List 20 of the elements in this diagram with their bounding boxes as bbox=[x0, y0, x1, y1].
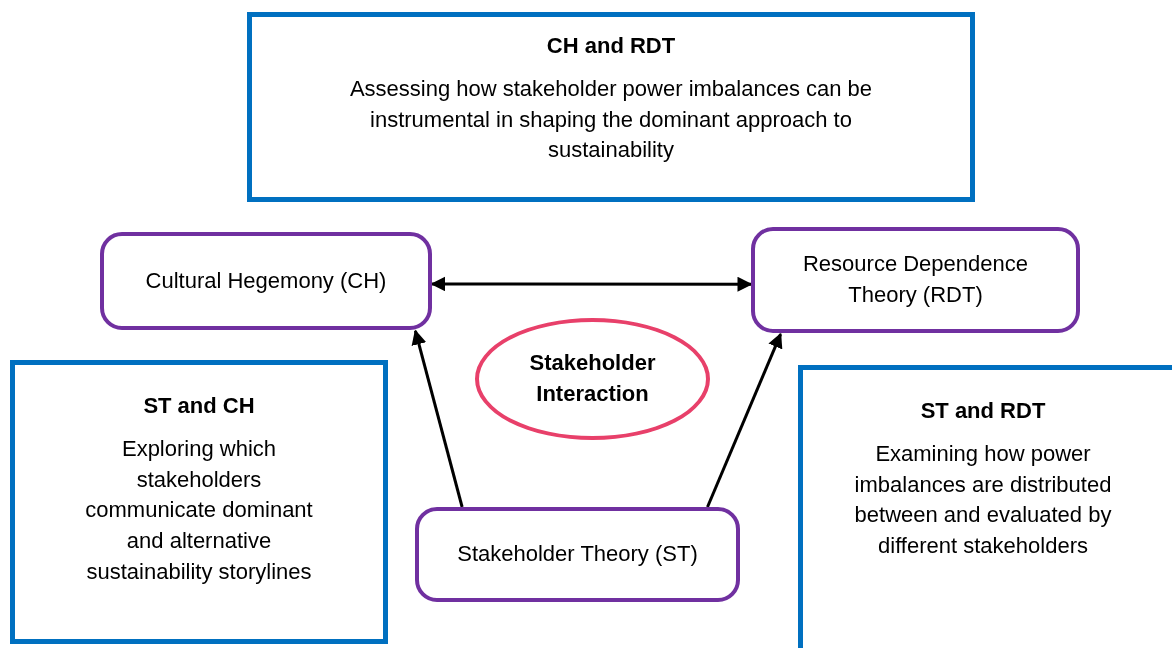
arrow bbox=[706, 332, 783, 508]
arrow bbox=[411, 329, 464, 508]
theory-box bbox=[415, 507, 740, 602]
theory-box bbox=[100, 232, 432, 330]
text-box bbox=[10, 360, 388, 644]
node-label: Stakeholder Theory (ST) bbox=[457, 540, 698, 569]
node-label: Resource Dependence Theory (RDT) bbox=[801, 250, 1029, 309]
box-heading: ST and RDT bbox=[920, 397, 1046, 425]
node-label: Stakeholder Interaction bbox=[528, 349, 657, 408]
box-heading: CH and RDT bbox=[546, 32, 676, 60]
box-description: Assessing how stakeholder power imbalances can be instrumental in shaping the dominant approach to sustainability bbox=[348, 74, 874, 165]
text-box bbox=[798, 365, 1172, 648]
box-description: Exploring which stakeholders communicate dominant and alternative sustainability storylines bbox=[84, 434, 314, 586]
arrow bbox=[430, 276, 753, 292]
box-description: Examining how power imbalances are distributed between and evaluated by different stakeholders bbox=[853, 439, 1113, 561]
theory-box bbox=[751, 227, 1080, 333]
box-heading: ST and CH bbox=[143, 392, 255, 420]
node-label: Cultural Hegemony (CH) bbox=[145, 266, 387, 295]
central-ellipse bbox=[475, 318, 710, 440]
text-box bbox=[247, 12, 975, 202]
